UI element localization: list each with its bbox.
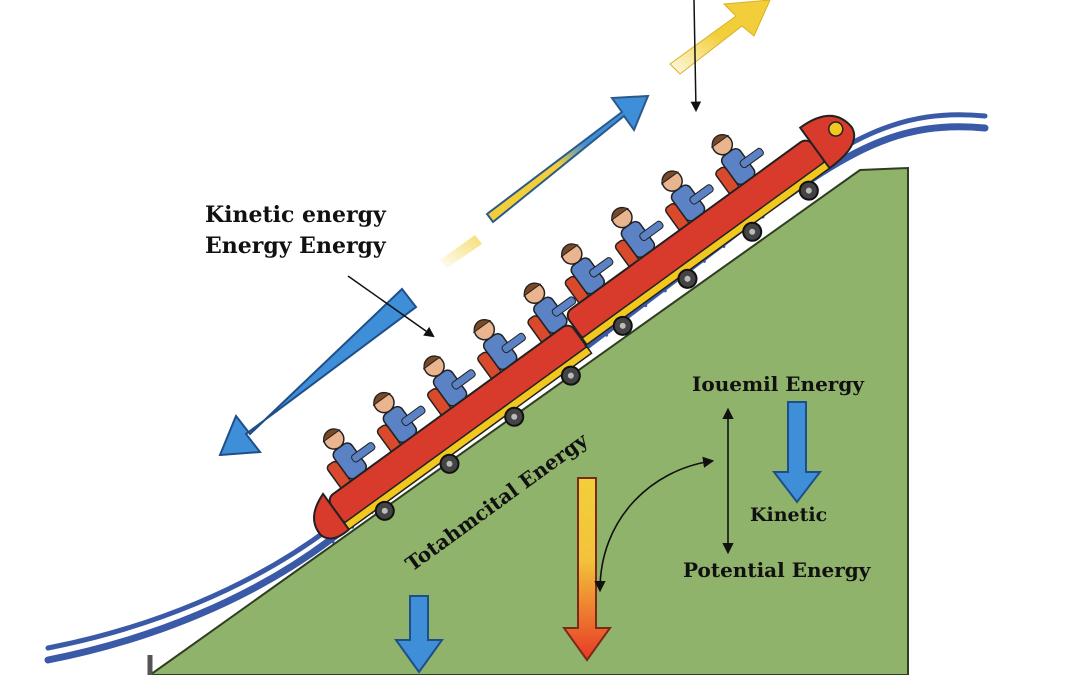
coaster-car bbox=[313, 282, 593, 540]
blue-down-arrow-right-icon bbox=[771, 401, 823, 504]
wheel-hub bbox=[567, 372, 574, 379]
label-right-top: Iouemil Energy bbox=[692, 372, 865, 396]
wheel-hub bbox=[749, 228, 756, 235]
rider bbox=[711, 133, 764, 186]
curved-double-arrow-icon bbox=[594, 456, 715, 593]
label-potential-energy: Potential Energy bbox=[683, 558, 872, 582]
rider bbox=[372, 391, 426, 444]
rider bbox=[423, 355, 476, 407]
coaster-car bbox=[560, 114, 856, 346]
rider bbox=[473, 318, 526, 371]
label-energy-energy: Energy Energy bbox=[205, 233, 387, 259]
rider bbox=[610, 206, 664, 259]
car-tail bbox=[313, 492, 351, 540]
rider bbox=[661, 170, 714, 222]
pointer-arrow-top bbox=[690, 0, 702, 113]
wheel-hub bbox=[619, 322, 626, 329]
wheel-hub bbox=[381, 507, 388, 514]
pointer-arrow-kinetic bbox=[347, 275, 435, 338]
wheel-hub bbox=[446, 460, 453, 467]
green-hill bbox=[148, 166, 909, 675]
rider bbox=[523, 282, 577, 334]
label-right-kinetic: Kinetic bbox=[750, 504, 827, 526]
wheel-hub bbox=[511, 413, 518, 420]
kinetic-arrow-icon bbox=[218, 287, 418, 457]
blue-down-arrow-bottom-icon bbox=[394, 595, 444, 674]
headlight bbox=[828, 121, 844, 137]
wheel-hub bbox=[805, 187, 812, 194]
rider bbox=[560, 243, 614, 295]
wheel-hub bbox=[684, 275, 691, 282]
label-kinetic-energy: Kinetic energy bbox=[205, 202, 387, 228]
coaster-train bbox=[313, 114, 856, 540]
